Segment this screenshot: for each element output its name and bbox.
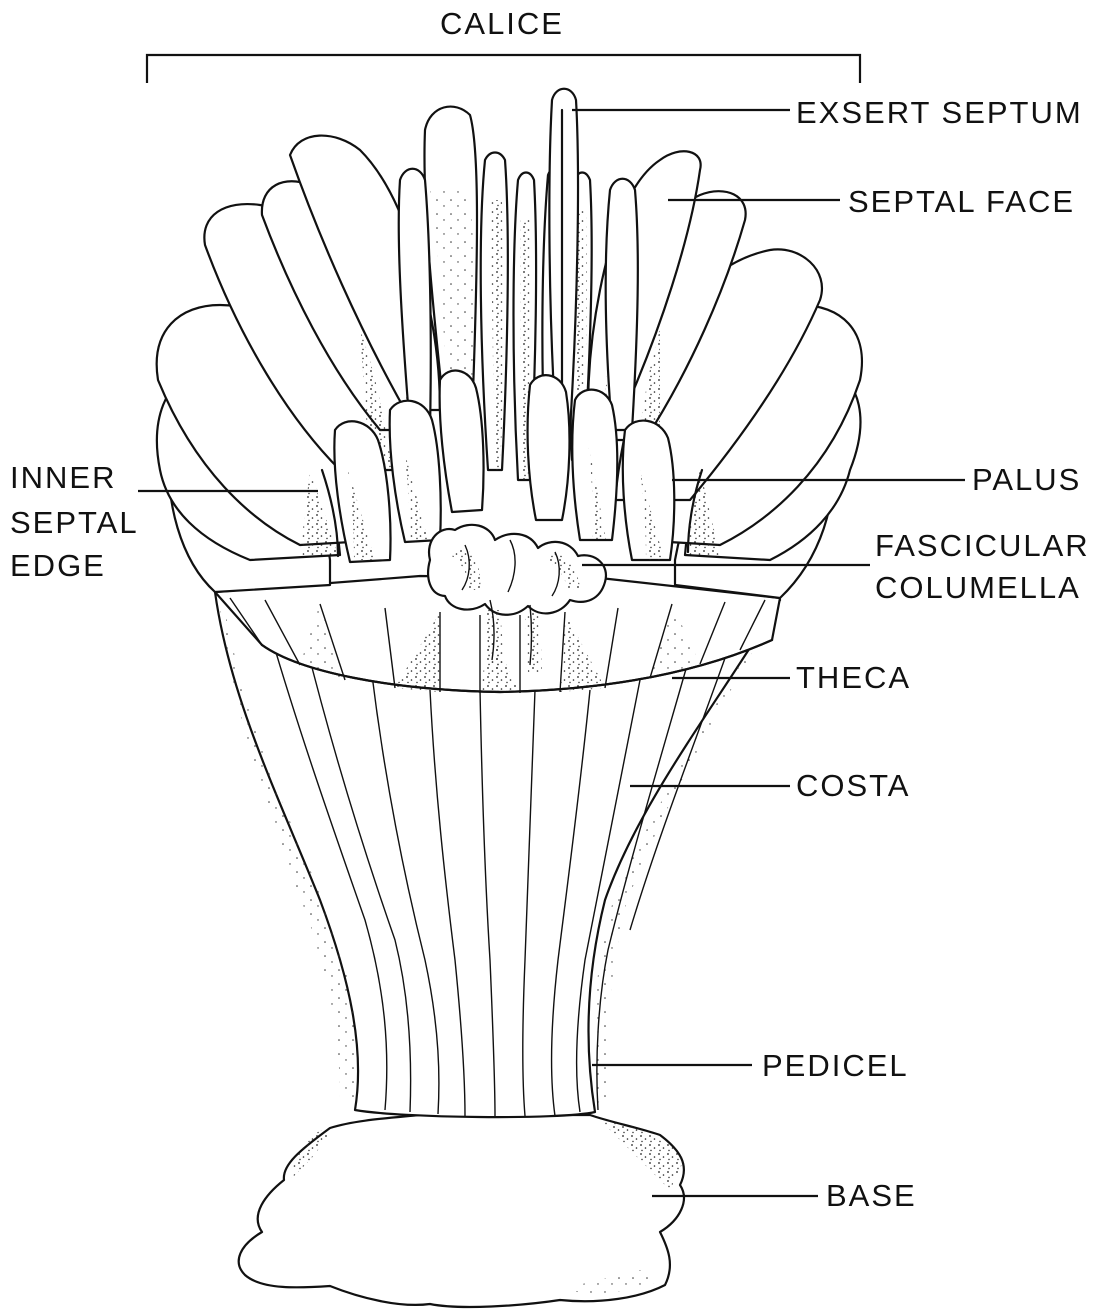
label-inner-septal-edge-line2: SEPTAL xyxy=(10,505,139,541)
label-pedicel: PEDICEL xyxy=(762,1048,909,1084)
label-costa: COSTA xyxy=(796,768,911,804)
label-fascicular-columella-line1: FASCICULAR xyxy=(875,528,1090,564)
label-palus: PALUS xyxy=(972,462,1081,498)
label-inner-septal-edge-line1: INNER xyxy=(10,460,116,496)
label-inner-septal-edge-line3: EDGE xyxy=(10,548,106,584)
label-theca: THECA xyxy=(796,660,911,696)
label-septal-face: SEPTAL FACE xyxy=(848,184,1075,220)
label-calice: CALICE xyxy=(440,6,564,42)
calice-bracket xyxy=(147,55,860,83)
septa-left xyxy=(157,136,440,592)
label-base: BASE xyxy=(826,1178,917,1214)
label-fascicular-columella-line2: COLUMELLA xyxy=(875,570,1081,606)
label-exsert-septum: EXSERT SEPTUM xyxy=(796,95,1083,131)
